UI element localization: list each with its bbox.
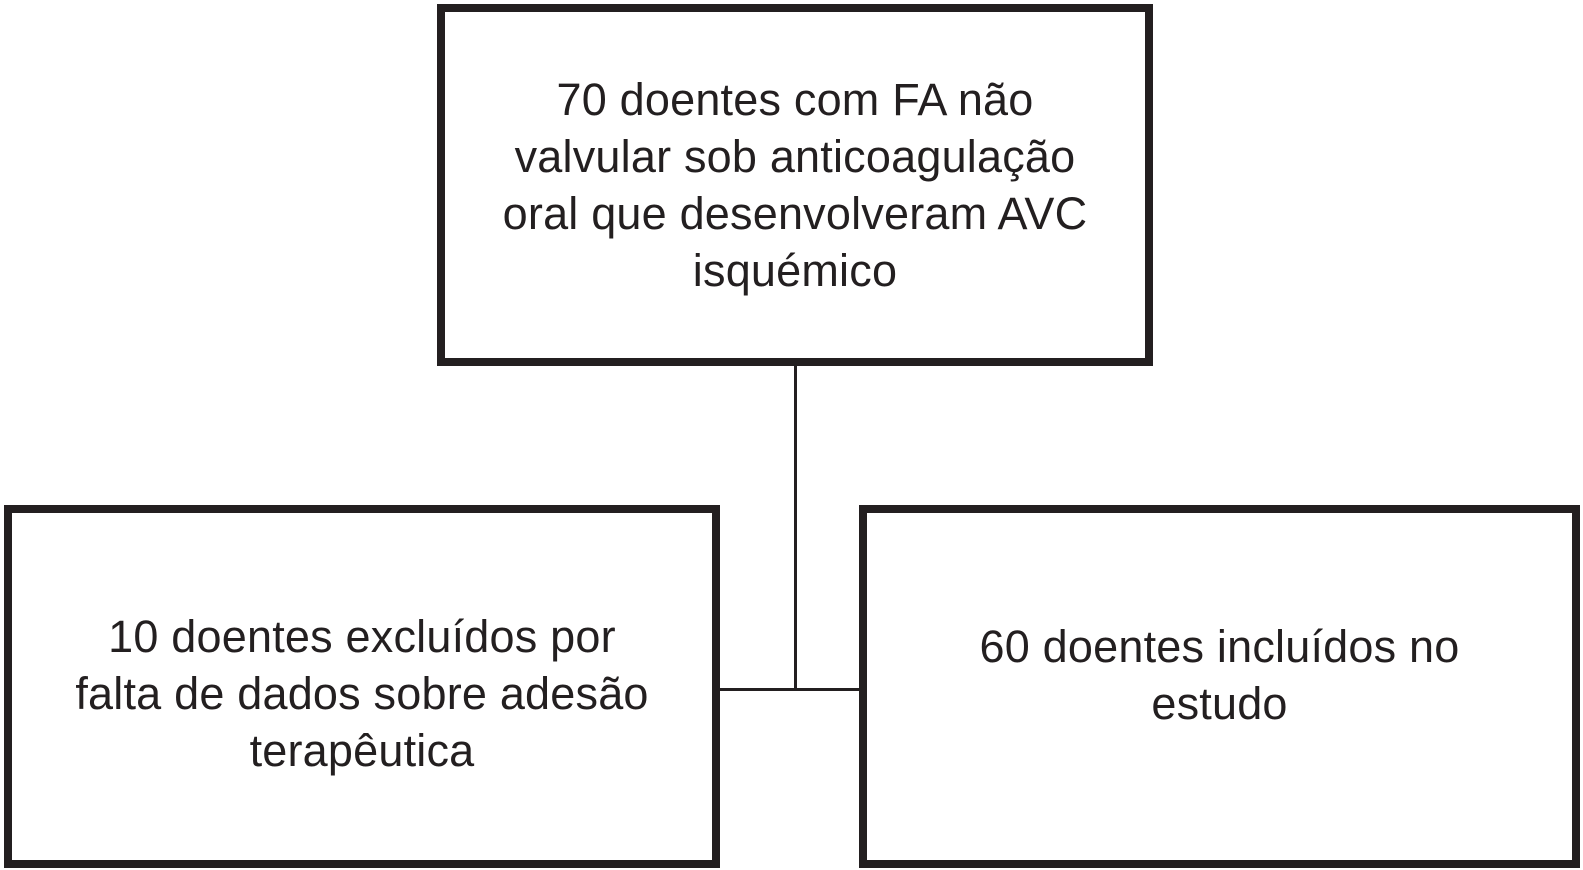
excluded-patients-line-2: falta de dados sobre adesão (75, 668, 649, 719)
included-patients-text: 60 doentes incluídos no estudo (980, 618, 1460, 732)
connector-vertical-line (794, 366, 797, 688)
flowchart-box-source-population: 70 doentes com FA não valvular sob antic… (437, 4, 1153, 366)
source-population-text: 70 doentes com FA não valvular sob antic… (503, 71, 1088, 299)
source-population-line-3: oral que desenvolveram AVC (502, 188, 1088, 239)
source-population-line-4: isquémico (692, 245, 898, 296)
connector-horizontal-line (720, 688, 859, 691)
excluded-patients-line-1: 10 doentes excluídos por (108, 611, 616, 662)
source-population-line-2: valvular sob anticoagulação (514, 131, 1076, 182)
excluded-patients-line-3: terapêutica (249, 725, 475, 776)
flowchart-box-included-patients: 60 doentes incluídos no estudo (859, 505, 1580, 868)
flowchart-box-excluded-patients: 10 doentes excluídos por falta de dados … (4, 505, 720, 868)
source-population-line-1: 70 doentes com FA não (556, 74, 1034, 125)
excluded-patients-text: 10 doentes excluídos por falta de dados … (75, 608, 648, 779)
included-patients-line-2: estudo (1151, 677, 1288, 729)
included-patients-line-1: 60 doentes incluídos no (979, 620, 1460, 672)
